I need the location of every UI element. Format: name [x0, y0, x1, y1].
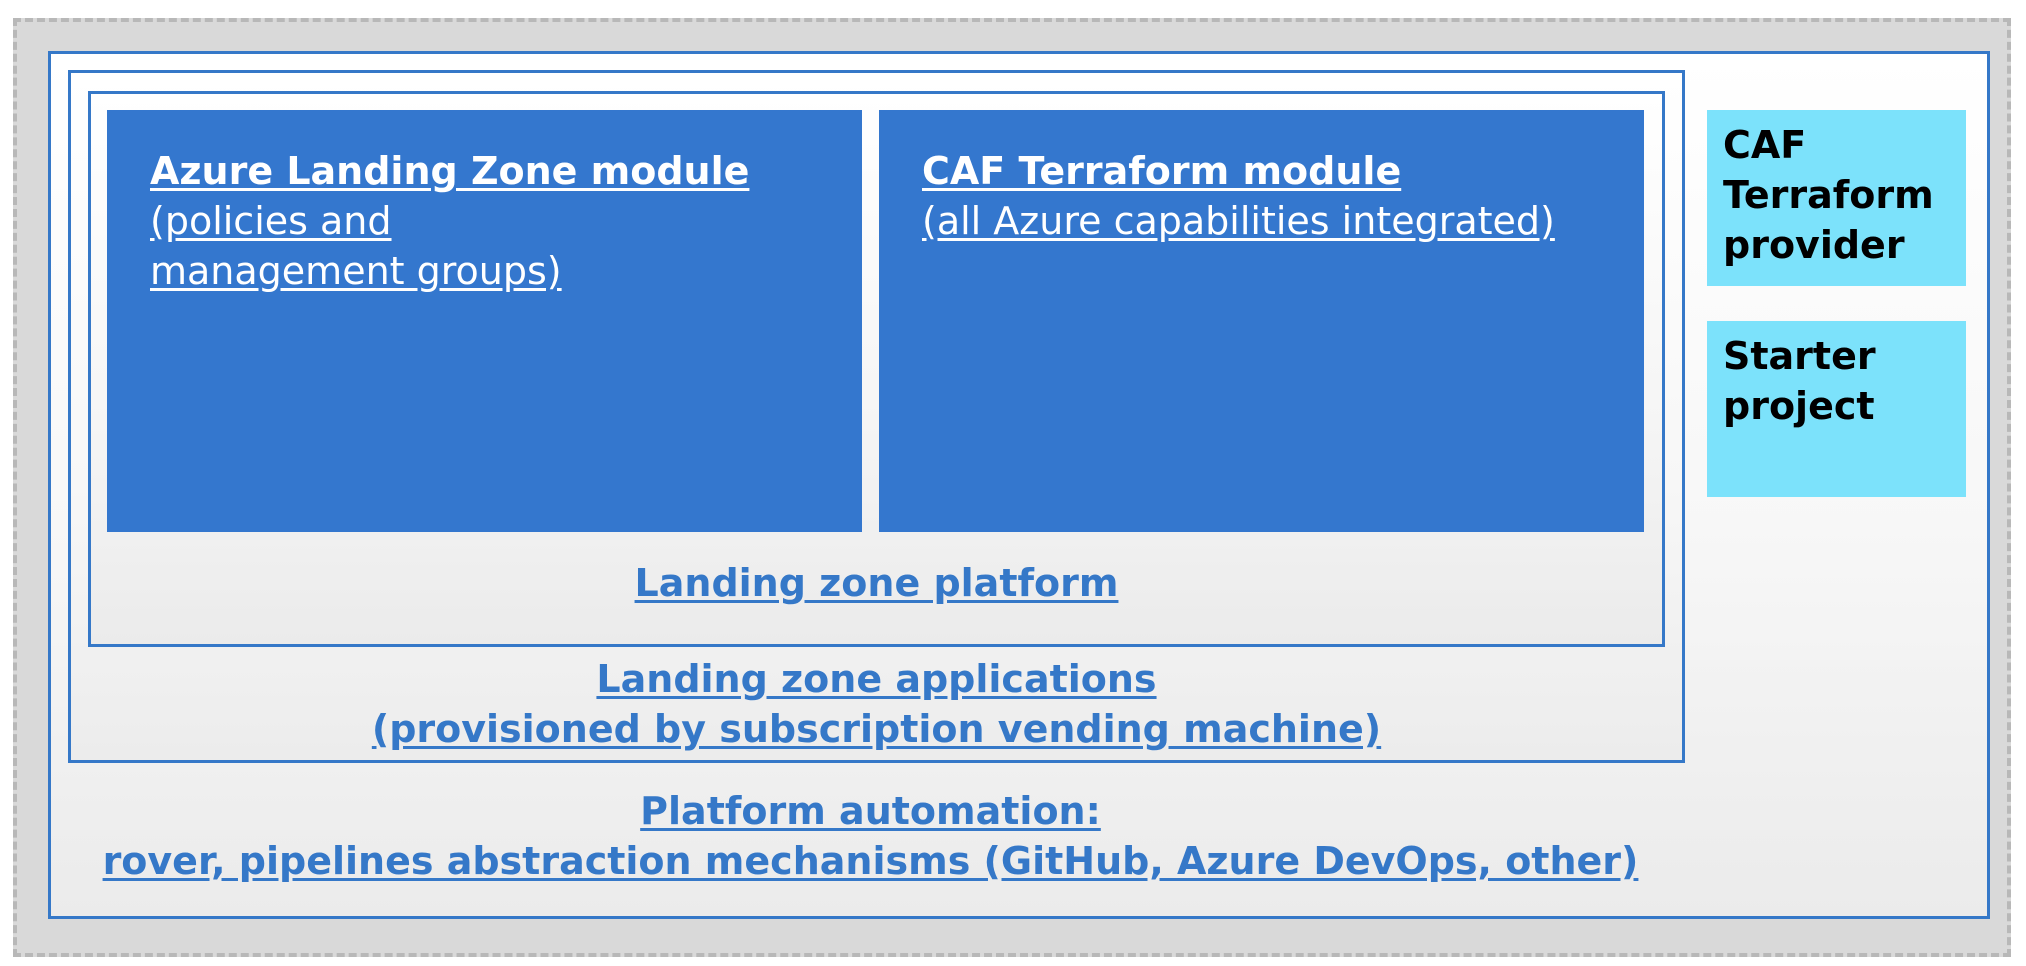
- landing-zone-applications-label[interactable]: Landing zone applications (provisioned b…: [68, 654, 1685, 754]
- landing-zone-platform-title[interactable]: Landing zone platform: [634, 561, 1119, 605]
- caf-terraform-provider-box: CAF Terraform provider: [1707, 110, 1966, 286]
- azure-landing-zone-module-box: Azure Landing Zone module (policies and …: [107, 110, 862, 532]
- landing-zone-applications-title[interactable]: Landing zone applications: [596, 657, 1157, 701]
- starter-project-label: Starter project: [1723, 334, 1876, 428]
- caf-terraform-module-box: CAF Terraform module (all Azure capabili…: [879, 110, 1644, 532]
- platform-automation-subtitle[interactable]: rover, pipelines abstraction mechanisms …: [102, 839, 1639, 883]
- platform-automation-label[interactable]: Platform automation: rover, pipelines ab…: [48, 786, 1693, 886]
- azure-landing-zone-module-title[interactable]: Azure Landing Zone module: [150, 149, 750, 193]
- landing-zone-platform-label[interactable]: Landing zone platform: [88, 558, 1665, 608]
- caf-terraform-module-subtitle[interactable]: (all Azure capabilities integrated): [922, 199, 1555, 243]
- landing-zone-applications-subtitle: (provisioned by subscription vending mac…: [371, 707, 1382, 751]
- caf-terraform-module-title[interactable]: CAF Terraform module: [922, 149, 1402, 193]
- starter-project-box: Starter project: [1707, 321, 1966, 497]
- platform-automation-title[interactable]: Platform automation:: [640, 789, 1101, 833]
- caf-terraform-provider-label: CAF Terraform provider: [1723, 123, 1934, 267]
- azure-landing-zone-module-subtitle[interactable]: (policies and management groups): [150, 199, 562, 293]
